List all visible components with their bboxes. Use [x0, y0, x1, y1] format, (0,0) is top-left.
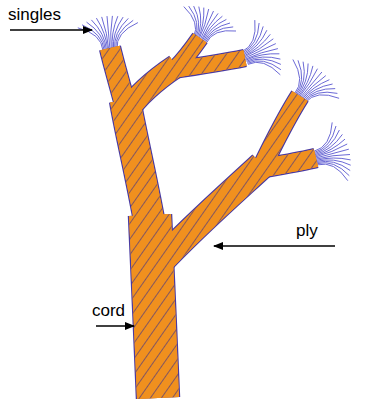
fibre	[205, 27, 233, 43]
fibre	[305, 92, 338, 102]
strand	[172, 58, 245, 70]
strand	[258, 158, 316, 169]
fibre	[316, 149, 349, 158]
leader-arrow	[10, 29, 92, 31]
fibre	[184, 7, 196, 37]
fibre	[96, 18, 107, 50]
fibre	[243, 26, 263, 53]
leader-arrow	[214, 245, 335, 247]
strand	[125, 100, 150, 225]
strand	[126, 66, 176, 112]
fibre	[107, 16, 110, 50]
fibre	[318, 164, 348, 181]
fibre	[305, 95, 339, 103]
strand	[126, 66, 176, 112]
strand	[160, 165, 262, 262]
strand	[160, 165, 262, 262]
fibre	[82, 25, 104, 51]
strand	[160, 165, 262, 262]
strand	[258, 158, 316, 169]
strand	[125, 100, 150, 225]
part-label: ply	[296, 222, 318, 241]
fibre	[318, 163, 350, 176]
fibre	[194, 6, 199, 38]
fibre	[206, 31, 236, 43]
strand	[150, 215, 158, 398]
fibre	[248, 62, 280, 75]
leader-arrows	[10, 30, 335, 326]
fibre	[314, 122, 332, 151]
strand	[150, 215, 158, 398]
part-label: cord	[92, 302, 125, 321]
fibre	[293, 60, 300, 94]
part-label: singles	[8, 6, 61, 25]
strand	[125, 100, 150, 225]
single-fibres	[78, 6, 351, 181]
strand	[258, 158, 316, 169]
fibre	[248, 61, 281, 70]
strand	[150, 215, 158, 398]
fibre	[245, 44, 276, 58]
strand	[126, 66, 176, 112]
fibre	[117, 23, 138, 50]
fibre	[116, 20, 134, 49]
strands	[110, 38, 316, 398]
leader-arrow	[96, 325, 134, 327]
fibre	[78, 28, 103, 51]
